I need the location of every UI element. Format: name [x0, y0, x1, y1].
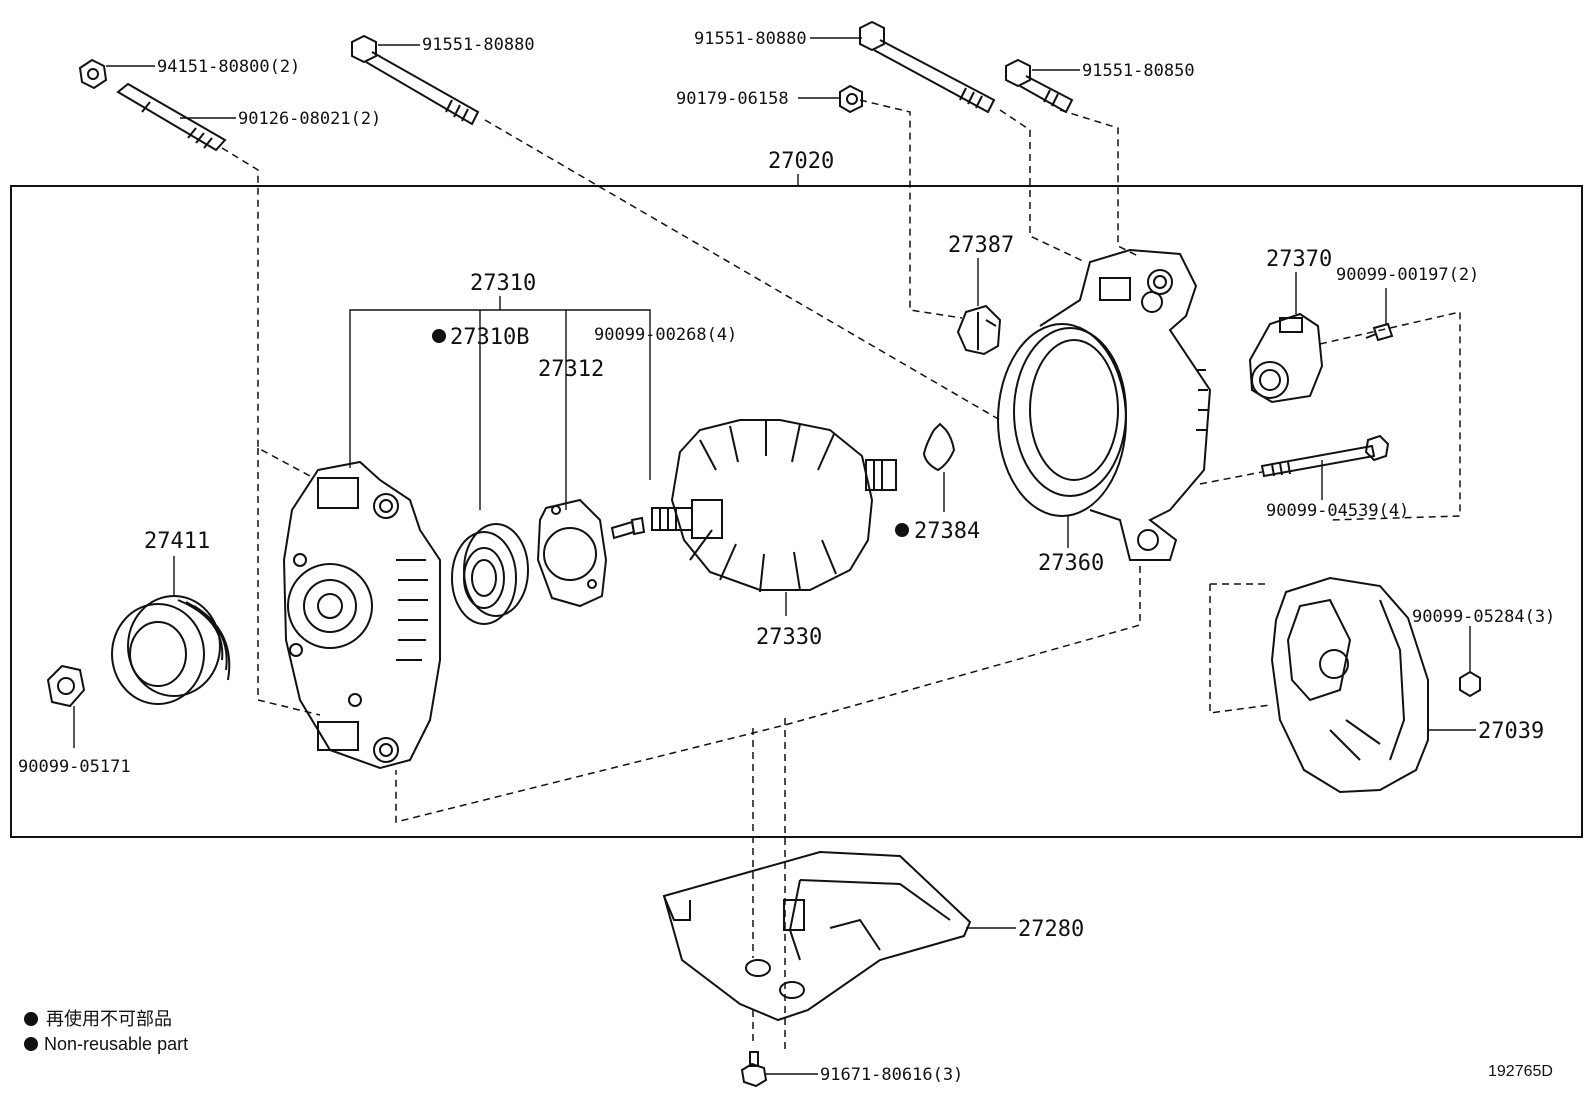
stud-90126-icon: [116, 82, 227, 152]
nut-90099-05284-icon: [1459, 670, 1481, 698]
label-27039: 27039: [1478, 719, 1544, 744]
legend-japanese: 再使用不可部品: [46, 1009, 172, 1029]
bracket-27280-icon: [662, 850, 972, 1022]
retainer-plate-27312-icon: [536, 498, 608, 608]
screw-90099-00268-icon: [610, 516, 646, 540]
legend-dot-jp: [24, 1012, 38, 1026]
nonreusable-dot-27310b: [432, 329, 446, 343]
assembly-box-27020: [10, 185, 1583, 838]
label-27411: 27411: [144, 529, 210, 554]
label-90179-06158: 90179-06158: [676, 89, 789, 109]
bolt-90099-04539-icon: [1260, 434, 1390, 478]
label-27360: 27360: [1038, 551, 1104, 576]
label-91551-80850: 91551-80850: [1082, 61, 1195, 81]
label-90126-08021: 90126-08021(2): [238, 109, 381, 129]
bearing-27310b-icon: [451, 523, 529, 625]
bolt-91671-80616-icon: [740, 1051, 768, 1088]
label-91551-80880-a: 91551-80880: [422, 35, 535, 55]
pulley-27411-icon: [111, 595, 231, 705]
legend-english: Non-reusable part: [44, 1034, 188, 1054]
rotor-27330-icon: [651, 419, 897, 593]
bracket-27310: [349, 296, 651, 510]
clip-27384-icon: [922, 422, 956, 472]
label-27387: 27387: [948, 233, 1014, 258]
label-27280: 27280: [1018, 917, 1084, 942]
screw-90099-00197-icon: [1365, 322, 1394, 342]
label-90099-00197: 90099-00197(2): [1336, 265, 1479, 285]
legend-dot-en: [24, 1037, 38, 1051]
label-27312: 27312: [538, 357, 604, 382]
drive-end-frame-27310-icon: [282, 460, 441, 770]
label-27384: 27384: [914, 519, 980, 544]
rear-frame-27360-icon: [997, 248, 1212, 561]
regulator-27370-icon: [1248, 312, 1324, 404]
connector-27387-icon: [956, 304, 1002, 356]
label-27370: 27370: [1266, 247, 1332, 272]
bolt-91551-b-icon: [859, 20, 996, 114]
label-90099-05171: 90099-05171: [18, 757, 131, 777]
label-90099-05284: 90099-05284(3): [1412, 607, 1555, 627]
label-27310: 27310: [470, 271, 536, 296]
nut-90179-icon: [839, 84, 863, 114]
rear-cover-27039-icon: [1270, 576, 1429, 794]
nut-90099-05171-icon: [46, 664, 86, 708]
bolt-91551-a-icon: [351, 34, 480, 126]
label-90099-04539: 90099-04539(4): [1266, 501, 1409, 521]
figure-id: 192765D: [1488, 1063, 1553, 1080]
label-27020: 27020: [768, 149, 834, 174]
label-91551-80880-b: 91551-80880: [694, 29, 807, 49]
label-90099-00268: 90099-00268(4): [594, 325, 737, 345]
label-27310b: 27310B: [450, 325, 529, 350]
label-94151-80800: 94151-80800(2): [157, 57, 300, 77]
nonreusable-dot-27384: [895, 523, 909, 537]
bolt-91551-c-icon: [1005, 58, 1074, 114]
label-91671-80616: 91671-80616(3): [820, 1065, 963, 1085]
label-27330: 27330: [756, 625, 822, 650]
nut-94151-icon: [78, 58, 108, 90]
dashed-guides: [221, 99, 1461, 1050]
